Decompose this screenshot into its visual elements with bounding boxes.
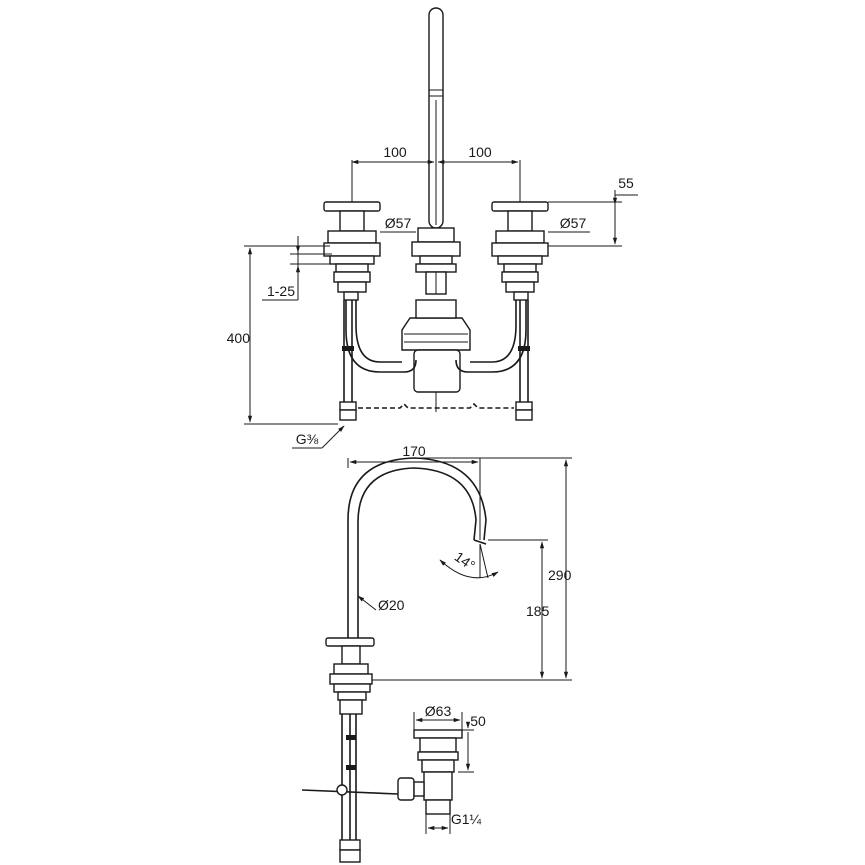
- spout-pipe: [428, 7, 444, 229]
- dim-left-rosette: Ø57: [385, 215, 412, 231]
- connecting-pipes: [345, 300, 527, 373]
- dim-waste-height: 50: [470, 713, 486, 729]
- dim-connection-thread: G⅜: [296, 431, 319, 447]
- dim-spout-height: 290: [548, 567, 572, 583]
- dim-spout-reach: 170: [402, 443, 426, 459]
- dim-deck-thickness: 1-25: [267, 283, 295, 299]
- right-valve: [491, 201, 549, 301]
- side-pipes: [301, 714, 399, 863]
- dim-spacing-right: 100: [468, 144, 492, 160]
- front-view: 100 100 55 Ø57 Ø57: [227, 7, 638, 449]
- dim-waste-thread: G1¼: [451, 811, 482, 827]
- dimension-connection-thread: G⅜: [292, 425, 345, 449]
- left-valve: [323, 201, 381, 301]
- dimension-pipe-diameter: Ø20: [357, 595, 405, 613]
- dimension-spout-reach: 170: [347, 443, 481, 540]
- dim-pipe-diameter: Ø20: [378, 597, 405, 613]
- dim-total-height: 400: [227, 330, 251, 346]
- dim-outlet-height: 185: [526, 603, 550, 619]
- dim-right-rosette: Ø57: [560, 215, 587, 231]
- dimension-deck-thickness: 1-25: [262, 236, 332, 301]
- dimension-handle-height: 55: [548, 175, 638, 247]
- dim-waste-diameter: Ø63: [425, 703, 452, 719]
- dimension-waste-diameter: Ø63: [413, 703, 463, 730]
- dimension-total-height: 400: [227, 245, 338, 425]
- dim-spacing-left: 100: [383, 144, 407, 160]
- dim-handle-height: 55: [618, 175, 634, 191]
- mixing-body: [401, 299, 471, 412]
- dimension-spout-angle: 14°: [439, 543, 499, 579]
- dimension-heights: 290 185: [372, 457, 572, 681]
- dimension-waste-height: 50: [458, 713, 486, 773]
- dimension-rosettes: Ø57 Ø57: [380, 215, 590, 233]
- dimension-spacing: 100 100: [351, 144, 521, 202]
- spout-base: [411, 227, 461, 295]
- gooseneck-spout: [347, 457, 487, 640]
- waste-fitting: [397, 729, 463, 815]
- supply-hoses: [339, 300, 533, 421]
- dim-spout-angle: 14°: [452, 548, 479, 573]
- dimension-waste-thread: G1¼: [425, 811, 482, 834]
- side-valve: [325, 637, 375, 715]
- side-view: 170 290 185 14° Ø20 Ø6: [301, 443, 572, 863]
